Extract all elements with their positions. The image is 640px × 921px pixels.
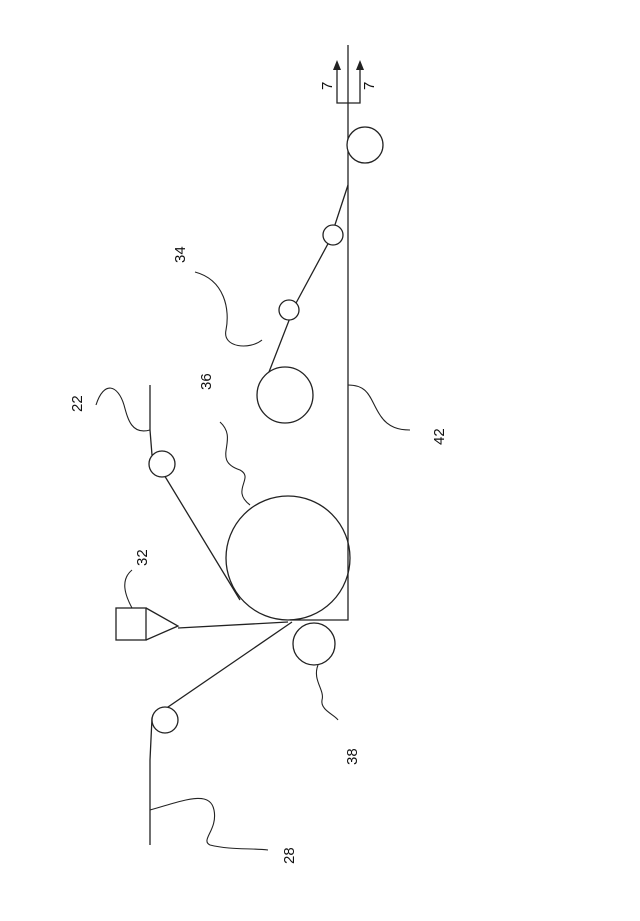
label-32: 32 [134, 549, 151, 566]
nip-roll-38 [293, 623, 335, 665]
applicator-feed-line [178, 622, 288, 628]
applicator-nozzle [146, 608, 178, 640]
section-arrowhead-left [333, 60, 341, 70]
leader-42 [348, 385, 410, 430]
label-section-right: 7 [361, 82, 378, 90]
leader-38 [316, 665, 338, 720]
leader-34 [195, 272, 262, 346]
large-roll-34 [257, 367, 313, 423]
small-roll-34b [323, 225, 343, 245]
exit-roll [347, 127, 383, 163]
leader-22 [96, 388, 150, 431]
web-28-line [150, 622, 292, 845]
leader-36 [220, 422, 250, 505]
leader-28 [150, 798, 268, 850]
leader-32 [125, 570, 132, 608]
label-22: 22 [69, 395, 86, 412]
label-42: 42 [431, 428, 448, 445]
small-roll-34a [279, 300, 299, 320]
label-36: 36 [198, 373, 215, 390]
label-34: 34 [172, 246, 189, 263]
guide-roll-22 [149, 451, 175, 477]
central-drum-36 [226, 496, 350, 620]
section-arrowhead-right [356, 60, 364, 70]
label-38: 38 [344, 748, 361, 765]
guide-roll-28 [152, 707, 178, 733]
web-34-line [262, 185, 348, 390]
applicator-box-32 [116, 608, 146, 640]
label-28: 28 [281, 847, 298, 864]
label-section-left: 7 [319, 82, 336, 90]
